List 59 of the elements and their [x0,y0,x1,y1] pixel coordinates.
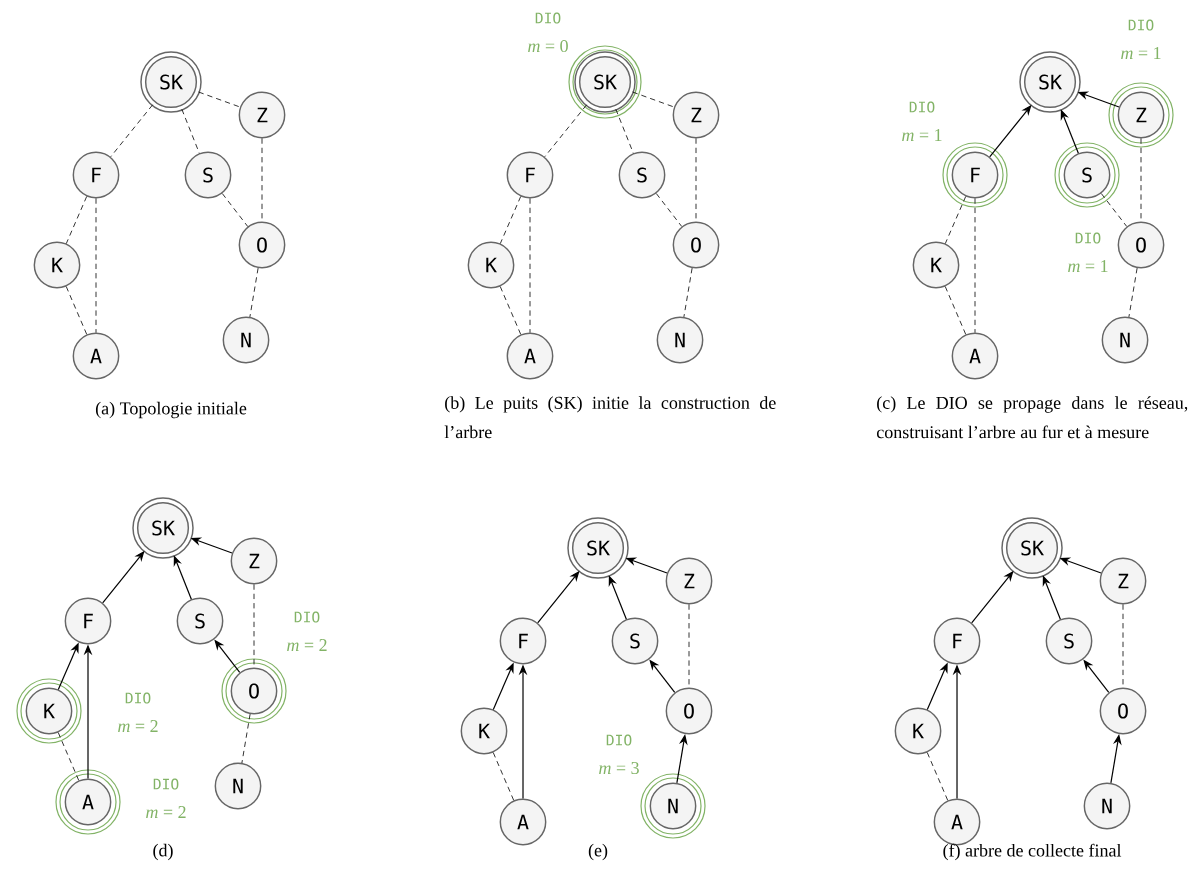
link-line [221,193,249,227]
link-line [632,91,675,108]
caption: (b) Le puits (SK) initie la construction de l’arbre [444,396,776,439]
link-line [253,584,255,668]
link-line [1100,193,1128,227]
link-line [198,91,241,108]
link-line [1128,267,1138,318]
caption: (c) Le DIO se propage dans le réseau, construisant l’arbre au fur et à mesure [876,396,1188,439]
sink-node: SK [574,51,636,113]
link-line [688,604,690,688]
link-line [499,196,522,244]
link-line [95,198,97,333]
caption: (d) [153,843,173,861]
rank-label: m = 2 [146,806,186,818]
sink-node: SK [132,497,194,559]
dio-label: DIO [1128,19,1154,31]
sink-node: SK [567,517,629,579]
link-line [65,196,88,244]
link-line [944,286,967,335]
dio-label: DIO [1075,232,1101,244]
link-line [944,196,967,244]
dio-label: DIO [606,734,632,746]
link-line [241,713,251,764]
link-line [683,267,693,318]
link-line [249,267,259,318]
rank-label: m = 0 [528,39,568,53]
link-line [57,732,80,781]
link-line [615,108,634,154]
link-line [926,752,949,801]
link-line [65,286,88,335]
link-line [1140,138,1142,222]
rank-label: m = 2 [287,639,327,651]
link-line [974,198,976,333]
link-line [261,138,263,222]
rank-label: m = 2 [118,720,158,732]
caption: (e) [588,843,608,861]
rank-label: m = 1 [902,129,942,141]
link-line [529,198,531,333]
dio-label: DIO [125,692,151,704]
link-line [492,752,515,801]
dio-label: DIO [153,778,179,790]
link-line [499,286,522,335]
rank-label: m = 1 [1121,47,1161,59]
caption: (a) Topologie initiale [95,401,247,419]
link-line [544,104,587,158]
sink-node: SK [140,51,202,113]
link-line [695,138,697,222]
link-line [181,108,200,154]
sink-node: SK [1019,51,1081,113]
caption: (f) arbre de collecte final [943,843,1122,861]
dio-label: DIO [294,611,320,623]
link-line [655,193,683,227]
dio-label: DIO [535,12,561,24]
dio-label: DIO [909,101,935,113]
rank-label: m = 1 [1068,260,1108,272]
link-line [110,104,153,158]
rank-label: m = 3 [599,761,639,775]
link-line [1122,604,1124,688]
sink-node: SK [1001,517,1063,579]
